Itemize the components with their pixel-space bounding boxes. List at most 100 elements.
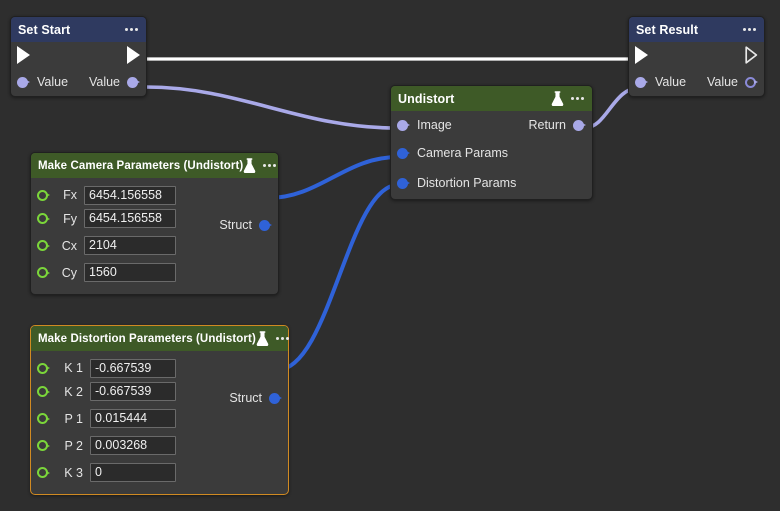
flask-icon	[256, 331, 269, 346]
fy-in-port[interactable]	[37, 213, 50, 224]
port-row-image-return: Image Return	[391, 111, 592, 139]
k2-label: K 2	[57, 385, 83, 399]
node-body: Struct Fx Fy Cx Cy	[31, 178, 278, 294]
p2-label: P 2	[57, 439, 83, 453]
output-struct[interactable]: Struct	[229, 391, 282, 405]
node-header-make-distortion-parameters[interactable]: Make Distortion Parameters (Undistort)	[31, 326, 288, 351]
p1-input[interactable]	[90, 409, 176, 428]
fy-label: Fy	[57, 212, 77, 226]
node-body: Value Value	[11, 42, 146, 96]
value-input[interactable]: Value	[17, 75, 68, 89]
node-make-distortion-parameters[interactable]: Make Distortion Parameters (Undistort) S…	[30, 325, 289, 495]
k1-in-port[interactable]	[37, 363, 50, 374]
fy-input[interactable]	[84, 209, 176, 228]
field-row-k1: K 1	[31, 351, 288, 378]
image-in-port[interactable]	[397, 120, 410, 131]
struct-out-port[interactable]	[269, 393, 282, 404]
struct-out-label: Struct	[219, 218, 252, 232]
field-row-fx: Fx	[31, 178, 278, 205]
fx-input[interactable]	[84, 186, 176, 205]
node-title: Make Distortion Parameters (Undistort)	[38, 333, 256, 345]
ellipsis-icon[interactable]	[124, 24, 139, 35]
cx-label: Cx	[57, 239, 77, 253]
node-undistort[interactable]: Undistort Image Return Camera P	[390, 85, 593, 200]
cx-in-port[interactable]	[37, 240, 50, 251]
value-port-row: Value Value	[629, 68, 764, 96]
field-row-p1: P 1	[31, 405, 288, 432]
node-body: Image Return Camera Params Distortion Pa…	[391, 111, 592, 199]
port-row-distortion-params: Distortion Params	[391, 167, 592, 199]
cx-input[interactable]	[84, 236, 176, 255]
output-struct[interactable]: Struct	[219, 218, 272, 232]
k3-in-port[interactable]	[37, 467, 50, 478]
node-body: Struct K 1 K 2 P 1 P 2	[31, 351, 288, 494]
k1-label: K 1	[57, 361, 83, 375]
p1-in-port[interactable]	[37, 413, 50, 424]
exec-out-port-icon[interactable]	[127, 46, 140, 64]
value-in-port[interactable]	[17, 77, 30, 88]
ellipsis-icon[interactable]	[570, 93, 585, 104]
value-out-label: Value	[89, 75, 120, 89]
struct-out-label: Struct	[229, 391, 262, 405]
input-camera-params[interactable]: Camera Params	[397, 146, 508, 160]
value-output[interactable]: Value	[707, 75, 758, 89]
p1-label: P 1	[57, 412, 83, 426]
k3-input[interactable]	[90, 463, 176, 482]
exec-row	[11, 42, 146, 68]
input-image[interactable]: Image	[397, 118, 452, 132]
value-output[interactable]: Value	[89, 75, 140, 89]
exec-in-port-icon[interactable]	[635, 46, 648, 64]
fx-label: Fx	[57, 188, 77, 202]
ellipsis-icon[interactable]	[262, 160, 277, 171]
exec-in-port-icon[interactable]	[17, 46, 30, 64]
exec-out-port-icon[interactable]	[745, 46, 758, 64]
node-set-start[interactable]: Set Start Value Value	[10, 16, 147, 97]
k2-input[interactable]	[90, 382, 176, 401]
flask-icon	[243, 158, 256, 173]
node-title: Undistort	[398, 92, 551, 106]
fx-in-port[interactable]	[37, 190, 50, 201]
node-set-result[interactable]: Set Result Value Value	[628, 16, 765, 97]
k3-label: K 3	[57, 466, 83, 480]
node-header-set-start[interactable]: Set Start	[11, 17, 146, 42]
camera-params-in-label: Camera Params	[417, 146, 508, 160]
ellipsis-icon[interactable]	[275, 333, 290, 344]
value-in-label: Value	[37, 75, 68, 89]
value-in-port[interactable]	[635, 77, 648, 88]
wire-struct-camera-to-undistort	[268, 157, 398, 198]
value-out-port[interactable]	[127, 77, 140, 88]
camera-params-in-port[interactable]	[397, 148, 410, 159]
value-input[interactable]: Value	[635, 75, 686, 89]
return-out-label: Return	[528, 118, 566, 132]
node-title: Make Camera Parameters (Undistort)	[38, 160, 243, 172]
node-body: Value Value	[629, 42, 764, 96]
ellipsis-icon[interactable]	[742, 24, 757, 35]
cy-input[interactable]	[84, 263, 176, 282]
p2-in-port[interactable]	[37, 440, 50, 451]
wire-struct-distortion-to-undistort	[277, 185, 398, 370]
value-out-label: Value	[707, 75, 738, 89]
field-row-cx: Cx	[31, 232, 278, 259]
struct-out-port[interactable]	[259, 220, 272, 231]
value-out-port[interactable]	[745, 77, 758, 88]
distortion-params-in-port[interactable]	[397, 178, 410, 189]
k1-input[interactable]	[90, 359, 176, 378]
field-row-cy: Cy	[31, 259, 278, 286]
value-in-label: Value	[655, 75, 686, 89]
cy-label: Cy	[57, 266, 77, 280]
k2-in-port[interactable]	[37, 386, 50, 397]
image-in-label: Image	[417, 118, 452, 132]
field-row-k3: K 3	[31, 459, 288, 486]
distortion-params-in-label: Distortion Params	[417, 176, 516, 190]
p2-input[interactable]	[90, 436, 176, 455]
node-make-camera-parameters[interactable]: Make Camera Parameters (Undistort) Struc…	[30, 152, 279, 295]
node-header-set-result[interactable]: Set Result	[629, 17, 764, 42]
node-header-undistort[interactable]: Undistort	[391, 86, 592, 111]
node-title: Set Start	[18, 23, 124, 37]
cy-in-port[interactable]	[37, 267, 50, 278]
input-distortion-params[interactable]: Distortion Params	[397, 176, 516, 190]
return-out-port[interactable]	[573, 120, 586, 131]
node-header-make-camera-parameters[interactable]: Make Camera Parameters (Undistort)	[31, 153, 278, 178]
output-return[interactable]: Return	[528, 118, 586, 132]
